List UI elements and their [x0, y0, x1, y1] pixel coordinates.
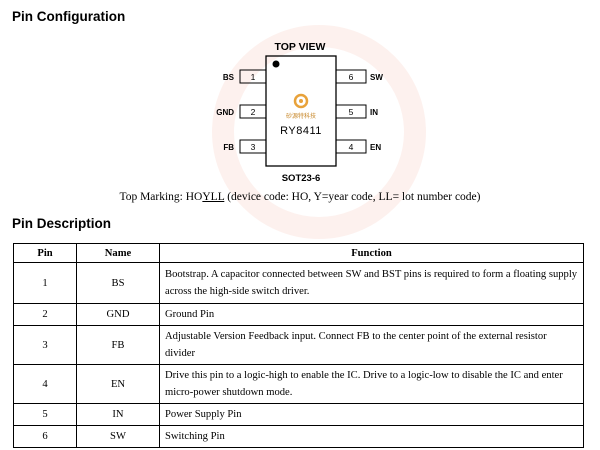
table-row: 5 IN Power Supply Pin	[13, 403, 584, 426]
function-cell: Bootstrap. A capacitor connected between…	[159, 262, 584, 304]
table-row: 4 EN Drive this pin to a logic-high to e…	[13, 364, 584, 404]
pin-cell: 2	[13, 303, 77, 326]
pin-number-4: 4	[349, 142, 354, 152]
pin-label-fb: FB	[223, 143, 234, 152]
top-marking-code: YLL	[202, 191, 225, 203]
logo-caption: 砂源特科技	[286, 112, 316, 120]
name-cell: IN	[76, 403, 160, 426]
table-row: 3 FB Adjustable Version Feedback input. …	[13, 325, 584, 365]
pin-label-gnd: GND	[216, 108, 234, 117]
pin1-indicator-dot	[272, 60, 280, 68]
pin-label-sw: SW	[370, 73, 383, 82]
pin-box-4	[335, 139, 367, 154]
top-marking-suffix: (device code: HO, Y=year code, LL= lot n…	[224, 191, 481, 203]
pin-box-2	[239, 104, 267, 119]
pinout-diagram: TOP VIEW 1 2 3 BS GND FB 6 5 4 SW IN EN …	[216, 41, 383, 184]
function-cell: Switching Pin	[159, 425, 584, 448]
top-marking-note: Top Marking: HOYLL (device code: HO, Y=y…	[0, 191, 600, 203]
function-cell: Power Supply Pin	[159, 403, 584, 426]
name-cell: EN	[76, 364, 160, 404]
name-cell: GND	[76, 303, 160, 326]
header-name: Name	[76, 243, 160, 263]
pin-cell: 5	[13, 403, 77, 426]
pin-number-5: 5	[349, 107, 354, 117]
table-row: 6 SW Switching Pin	[13, 425, 584, 448]
pin-description-table: Pin Name Function 1 BS Bootstrap. A capa…	[13, 243, 584, 448]
pin-box-5	[335, 104, 367, 119]
table-header-row: Pin Name Function	[13, 243, 584, 263]
top-view-label: TOP VIEW	[275, 41, 326, 53]
pin-label-in: IN	[370, 108, 378, 117]
function-cell: Drive this pin to a logic-high to enable…	[159, 364, 584, 404]
header-pin: Pin	[13, 243, 77, 263]
company-logo-icon	[293, 93, 309, 109]
pin-number-6: 6	[349, 72, 354, 82]
pin-box-6	[335, 69, 367, 84]
name-cell: SW	[76, 425, 160, 448]
top-marking-prefix: Top Marking: HO	[119, 191, 203, 203]
pin-description-heading: Pin Description	[12, 216, 112, 231]
pin-label-en: EN	[370, 143, 381, 152]
name-cell: FB	[76, 325, 160, 365]
header-function: Function	[159, 243, 584, 263]
pin-cell: 4	[13, 364, 77, 404]
pin-box-1	[239, 69, 267, 84]
package-name: SOT23-6	[282, 173, 321, 184]
chip-body	[265, 55, 337, 167]
pin-cell: 1	[13, 262, 77, 304]
function-cell: Ground Pin	[159, 303, 584, 326]
pin-configuration-heading: Pin Configuration	[12, 9, 126, 24]
pin-cell: 6	[13, 425, 77, 448]
pin-label-bs: BS	[223, 73, 235, 82]
function-cell: Adjustable Version Feedback input. Conne…	[159, 325, 584, 365]
pin-cell: 3	[13, 325, 77, 365]
name-cell: BS	[76, 262, 160, 304]
part-number: RY8411	[280, 125, 322, 137]
table-row: 2 GND Ground Pin	[13, 303, 584, 326]
pin-number-1: 1	[251, 72, 256, 82]
table-row: 1 BS Bootstrap. A capacitor connected be…	[13, 262, 584, 304]
pin-number-3: 3	[251, 142, 256, 152]
pin-number-2: 2	[251, 107, 256, 117]
pin-box-3	[239, 139, 267, 154]
